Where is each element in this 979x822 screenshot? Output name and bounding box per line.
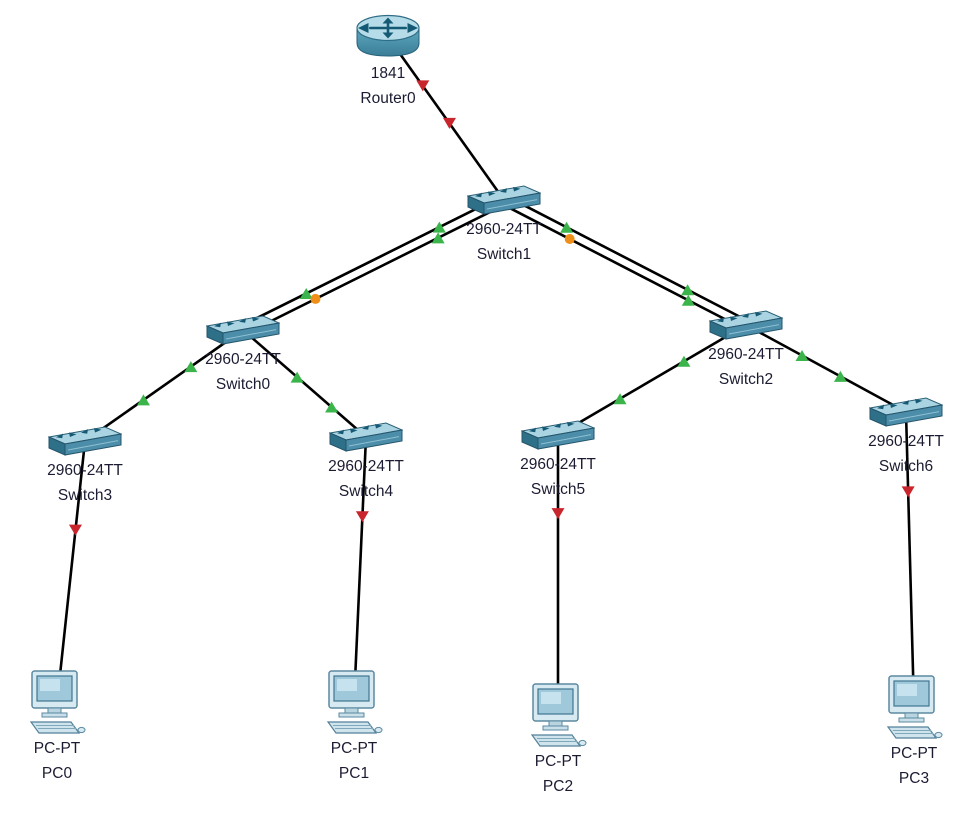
link-switch1-switch2-4[interactable] — [501, 202, 745, 331]
device-label: 2960-24TT Switch3 — [5, 458, 165, 508]
link-status-up-icon — [681, 284, 695, 296]
link-status-up-icon — [613, 393, 627, 405]
switch-icon[interactable] — [869, 396, 943, 428]
device-model-label: PC-PT — [330, 740, 378, 757]
device-name-label: Switch2 — [718, 371, 774, 388]
device-model-label: 2960-24TT — [205, 351, 281, 368]
link-status-up-icon — [795, 349, 809, 361]
link-status-up-icon — [833, 370, 847, 382]
link-status-up-icon — [136, 394, 150, 406]
link-switch1-switch2-3[interactable] — [505, 194, 749, 323]
switch-icon[interactable] — [709, 309, 783, 341]
link-status-down-icon — [355, 511, 369, 523]
device-name-label: Switch6 — [878, 458, 934, 475]
link-status-up-icon — [560, 221, 574, 233]
device-model-label: PC-PT — [890, 745, 938, 762]
link-status-up-icon — [290, 371, 304, 383]
link-switch2-switch6-8[interactable] — [745, 323, 907, 414]
link-status-down-icon — [551, 508, 565, 520]
device-model-label: 2960-24TT — [47, 462, 123, 479]
link-status-down-icon — [68, 524, 82, 536]
link-status-down-icon — [416, 80, 430, 92]
link-switch3-pc0-9[interactable] — [55, 440, 87, 704]
switch-icon[interactable] — [206, 314, 280, 346]
switch-icon[interactable] — [329, 421, 403, 453]
link-status-blocking-icon — [310, 293, 321, 304]
link-switch1-switch0-2[interactable] — [244, 202, 507, 336]
switch-icon[interactable] — [48, 425, 122, 457]
device-label: 2960-24TT Switch5 — [478, 452, 638, 502]
device-name-label: PC0 — [41, 765, 73, 782]
switch-icon[interactable] — [467, 184, 541, 216]
link-switch2-switch5-7[interactable] — [557, 323, 747, 437]
device-label: 2960-24TT Switch4 — [286, 454, 446, 504]
device-model-label: 2960-24TT — [520, 456, 596, 473]
device-label: 2960-24TT Switch2 — [666, 342, 826, 392]
device-name-label: PC1 — [338, 765, 370, 782]
device-model-label: 2960-24TT — [328, 458, 404, 475]
link-status-up-icon — [431, 232, 445, 244]
pc-icon[interactable] — [529, 683, 587, 749]
device-label: PC-PT PC2 — [478, 749, 638, 799]
device-name-label: Router0 — [360, 90, 416, 107]
link-status-down-icon — [901, 486, 915, 498]
device-label: 2960-24TT Switch0 — [163, 347, 323, 397]
device-label: PC-PT PC3 — [834, 741, 979, 791]
device-label: PC-PT PC0 — [0, 736, 137, 786]
device-model-label: PC-PT — [534, 753, 582, 770]
router-icon[interactable] — [355, 12, 421, 62]
link-status-up-icon — [677, 355, 691, 367]
device-model-label: 2960-24TT — [466, 221, 542, 238]
device-name-label: PC3 — [898, 770, 930, 787]
device-name-label: PC2 — [542, 778, 574, 795]
device-label: PC-PT PC1 — [274, 736, 434, 786]
pc-icon[interactable] — [885, 675, 943, 741]
link-status-down-icon — [442, 117, 456, 129]
device-label: 2960-24TT Switch6 — [826, 429, 979, 479]
device-model-label: PC-PT — [33, 740, 81, 757]
link-status-up-icon — [325, 401, 339, 413]
link-switch1-switch0-1[interactable] — [240, 194, 503, 328]
pc-icon[interactable] — [325, 670, 383, 736]
switch-icon[interactable] — [521, 419, 595, 451]
device-name-label: Switch3 — [57, 487, 113, 504]
link-status-up-icon — [432, 221, 446, 233]
device-name-label: Switch1 — [476, 246, 532, 263]
pc-icon[interactable] — [28, 670, 86, 736]
device-model-label: 1841 — [370, 65, 406, 82]
device-name-label: Switch4 — [338, 483, 394, 500]
device-name-label: Switch0 — [215, 376, 271, 393]
device-model-label: 2960-24TT — [868, 433, 944, 450]
device-label: 2960-24TT Switch1 — [424, 217, 584, 267]
link-switch6-pc3-12[interactable] — [904, 411, 916, 709]
link-status-up-icon — [299, 287, 313, 299]
link-switch0-switch3-5[interactable] — [84, 328, 244, 443]
link-status-up-icon — [184, 361, 198, 373]
link-switch0-switch4-6[interactable] — [242, 329, 367, 438]
link-switch4-pc1-10[interactable] — [352, 436, 368, 704]
device-model-label: 2960-24TT — [708, 346, 784, 363]
device-name-label: Switch5 — [530, 481, 586, 498]
link-status-up-icon — [681, 294, 695, 306]
link-status-blocking-icon — [564, 233, 575, 244]
